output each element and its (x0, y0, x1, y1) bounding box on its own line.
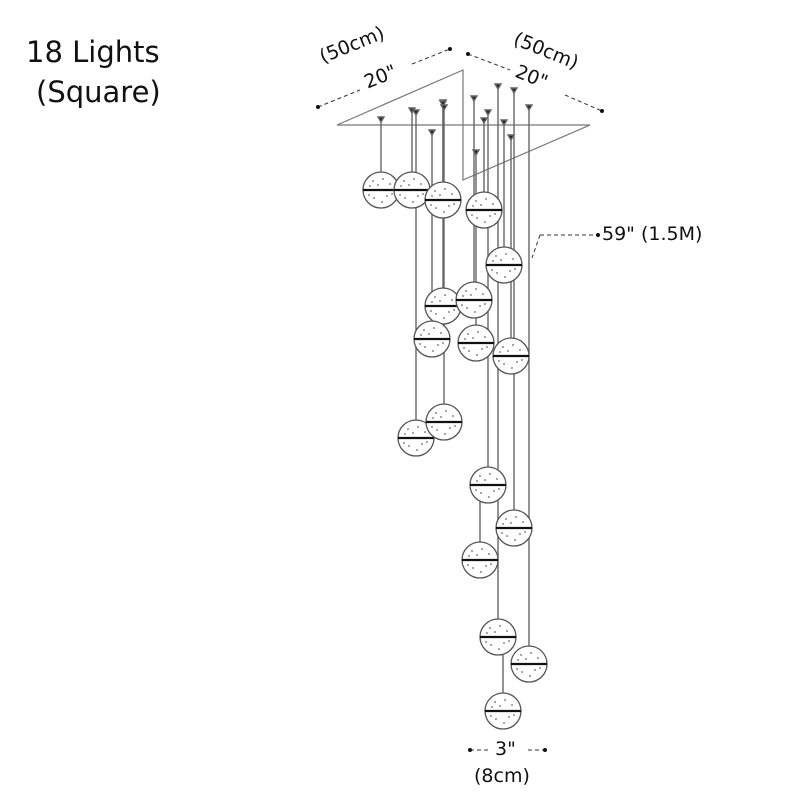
pendants (362, 171, 548, 730)
rod-cap (483, 109, 493, 117)
pendant-ball (465, 191, 503, 229)
dimension-endpoint (466, 52, 470, 56)
height-label: 59" (1.5M) (602, 223, 703, 245)
pendant-ball (485, 246, 523, 284)
pendant-ball (393, 171, 431, 209)
title-line-1: 18 Lights (26, 35, 160, 69)
pendant-ball (479, 618, 517, 656)
dimension-lines (317, 48, 603, 751)
rod-cap (524, 104, 534, 112)
pendant-ball (424, 287, 462, 325)
pendant-ball (425, 403, 463, 441)
canopy (336, 69, 591, 181)
rod-cap (509, 87, 519, 95)
rod-cap (439, 104, 449, 112)
dimension-endpoint (596, 233, 600, 237)
dimension-endpoint (316, 105, 320, 109)
dimension-endpoint (600, 109, 604, 113)
dimension-endpoint (543, 748, 547, 752)
dimension-endpoint (448, 47, 452, 51)
ball-diameter-cm: (8cm) (474, 765, 530, 787)
pendant-ball (510, 645, 548, 683)
rod-cap (376, 116, 386, 124)
pendant-ball (484, 692, 522, 730)
pendant-ball (413, 320, 451, 358)
dimension-endpoint (468, 748, 472, 752)
rod-cap (493, 83, 503, 91)
rod-cap (427, 129, 437, 137)
pendant-ball (469, 466, 507, 504)
product-title: 18 Lights (Square) (26, 32, 161, 112)
title-line-2: (Square) (36, 75, 161, 109)
pendant-ball (461, 541, 499, 579)
pendant-ball (457, 324, 495, 362)
rod-cap (411, 109, 421, 117)
pendant-ball (495, 509, 533, 547)
pendant-ball (455, 281, 493, 319)
rod-cap (479, 117, 489, 125)
pendant-ball (492, 337, 530, 375)
rod-cap (471, 149, 481, 157)
pendant-ball (424, 181, 462, 219)
rod-cap (438, 100, 448, 108)
rod-cap (499, 119, 509, 127)
rod-cap (469, 95, 479, 103)
ball-diameter-in: 3" (495, 738, 516, 760)
pendant-ball (397, 419, 435, 457)
rod-cap (506, 134, 516, 142)
